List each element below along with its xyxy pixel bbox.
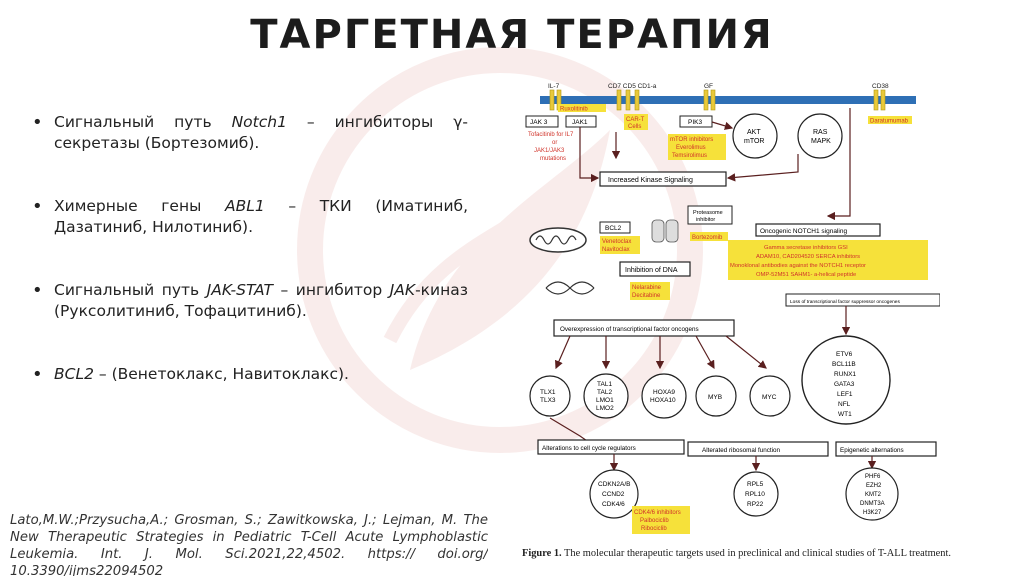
figure-caption: Figure 1. The molecular therapeutic targ… [522,548,951,559]
box-notch: Oncogenic NOTCH1 signaling [760,228,847,235]
circle-c4: MYB [708,394,722,401]
svg-text:LMO2: LMO2 [596,405,614,412]
svg-text:TAL1: TAL1 [597,381,612,388]
svg-text:Temsirolimus: Temsirolimus [672,153,707,159]
circle-c3: HOXA9 HOXA10 [650,389,676,404]
svg-text:ADAM10, CAD204520 SERCA inhibi: ADAM10, CAD204520 SERCA inhibitors [756,254,860,260]
dna-icon [545,281,595,295]
svg-text:mutations: mutations [540,156,566,162]
circle-akt-2: mTOR [744,138,764,145]
svg-text:TLX1: TLX1 [540,389,556,396]
mitochondrion-icon [529,227,587,253]
svg-text:TLX3: TLX3 [540,397,556,404]
box-proteasome-2: inhibitor [696,217,715,223]
drug-cart-2: Cells [628,124,641,130]
circle-b1: CDKN2A/B CCND2 CDK4/6 [598,481,631,508]
box-kinase: Increased Kinase Signaling [608,177,693,184]
svg-text:or: or [552,140,557,146]
svg-text:H3K27: H3K27 [863,510,882,516]
box-ribosomal: Alterated ribosomal function [702,447,781,454]
svg-text:CCND2: CCND2 [602,491,625,498]
svg-text:Everolimus: Everolimus [676,145,706,151]
svg-text:LMO1: LMO1 [596,397,614,404]
circle-c5: MYC [762,394,777,401]
svg-text:Palbociclib: Palbociclib [640,518,669,524]
box-loss: Loss of transcriptional factor suppresso… [790,299,900,305]
circle-b2: RPL5 RPL10 RP22 [745,481,765,508]
bullet-item: Химерные гены ABL1 – ТКИ (Иматиниб, Даза… [30,196,468,238]
box-jak3: JAK 3 [530,119,548,126]
drug-daratumumab: Daratumumab [870,119,909,125]
drug-venetoclax: Venetoclax [602,239,631,245]
bullet-list: Сигнальный путь Notch1 – ингибиторы γ-се… [30,112,468,427]
box-overexpression: Overexpression of transcriptional factor… [560,326,699,333]
svg-text:DNMT3A: DNMT3A [860,501,885,507]
svg-text:WT1: WT1 [838,411,852,418]
svg-text:NFL: NFL [838,401,851,408]
svg-text:HOXA10: HOXA10 [650,397,676,404]
box-cell-cycle: Alterations to cell cycle regulators [542,445,636,452]
svg-text:BCL11B: BCL11B [832,361,856,368]
svg-text:JAK1/JAK3: JAK1/JAK3 [534,148,565,154]
bullet-item: Сигнальный путь Notch1 – ингибиторы γ-се… [30,112,468,154]
svg-text:OMP-52M51 SAHM1- a-helical pe: OMP-52M51 SAHM1- a-helical peptide [756,272,856,278]
drug-bortezomib: Bortezomib [692,235,723,241]
label-il7: IL-7 [548,83,560,90]
svg-text:PHF6: PHF6 [865,474,881,480]
bullet-item: Сигнальный путь JAK-STAT – ингибитор JAK… [30,280,468,322]
drug-navitoclax: Navitoclax [602,247,630,253]
label-gf: GF [704,83,713,90]
cell-membrane [540,96,916,104]
pathway-figure: IL-7 CD7 CD5 CD1-a GF CD38 Ruxolitinib D… [520,78,941,540]
circle-b3: PHF6 EZH2 KMT2 DNMT3A H3K27 [860,474,885,516]
svg-text:TAL2: TAL2 [597,389,612,396]
cdk-drugs: CDK4/6 inhibitors Palbociclib Ribociclib [634,510,681,532]
circle-akt-1: AKT [747,129,761,136]
box-dna: Inhibition of DNA [625,267,678,274]
svg-text:mTOR inhibitors: mTOR inhibitors [670,137,713,143]
box-pik3: PIK3 [688,119,702,126]
label-cd38: CD38 [872,83,889,90]
svg-text:CDK4/6 inhibitors: CDK4/6 inhibitors [634,510,681,516]
circle-c2: TAL1 TAL2 LMO1 LMO2 [596,381,614,412]
mtor-drugs: mTOR inhibitors Everolimus Temsirolimus [668,134,726,160]
svg-text:LEF1: LEF1 [837,391,853,398]
svg-text:RPL5: RPL5 [747,481,764,488]
box-bcl2: BCL2 [605,225,622,232]
slide-title: ТАРГЕТНАЯ ТЕРАПИЯ [250,12,774,58]
svg-text:EZH2: EZH2 [866,483,882,489]
box-proteasome-1: Proteasome [693,210,723,216]
svg-text:HOXA9: HOXA9 [653,389,675,396]
receptors [549,89,886,111]
bullet-item: BCL2 – (Венетоклакс, Навитоклакс). [30,364,468,385]
jak-drugs: Tofacitinib for IL7 or JAK1/JAK3 mutatio… [528,132,574,162]
box-epigenetic: Epigenetic alternations [840,447,904,454]
circle-c1: TLX1 TLX3 [540,389,556,404]
box-jak1: JAK1 [572,119,588,126]
svg-text:Ribociclib: Ribociclib [641,526,667,532]
circle-c6: ETV6 BCL11B RUNX1 GATA3 LEF1 NFL WT1 [832,351,856,418]
proteasome-icon [651,219,679,243]
svg-text:RUNX1: RUNX1 [834,371,856,378]
label-cd: CD7 CD5 CD1-a [608,83,657,90]
svg-text:Gamma secretase inhibitors GSI: Gamma secretase inhibitors GSI [764,245,848,251]
drug-nelarabine: Nelarabine [632,285,662,291]
svg-text:ETV6: ETV6 [836,351,853,358]
drug-cart-1: CAR-T [626,117,645,123]
svg-text:CDKN2A/B: CDKN2A/B [598,481,631,488]
svg-text:RP22: RP22 [747,501,764,508]
svg-text:CDK4/6: CDK4/6 [602,501,625,508]
svg-text:RPL10: RPL10 [745,491,765,498]
svg-text:KMT2: KMT2 [865,492,882,498]
notch-drugs: Gamma secretase inhibitors GSI ADAM10, C… [730,245,866,278]
circle-ras-2: MAPK [811,138,831,145]
citation: Lato,M.W.;Przysucha,A.; Grosman, S.; Zaw… [10,513,488,576]
pathway-diagram: IL-7 CD7 CD5 CD1-a GF CD38 Ruxolitinib D… [525,83,941,534]
circle-ras-1: RAS [813,129,828,136]
svg-text:GATA3: GATA3 [834,381,855,388]
svg-text:Tofacitinib for IL7: Tofacitinib for IL7 [528,132,574,138]
drug-decitabine: Decitabine [632,293,661,299]
drug-ruxolitinib: Ruxolitinib [560,107,588,113]
svg-text:Monoklonal antibodies against: Monoklonal antibodies against the NOTCH1… [730,263,866,269]
